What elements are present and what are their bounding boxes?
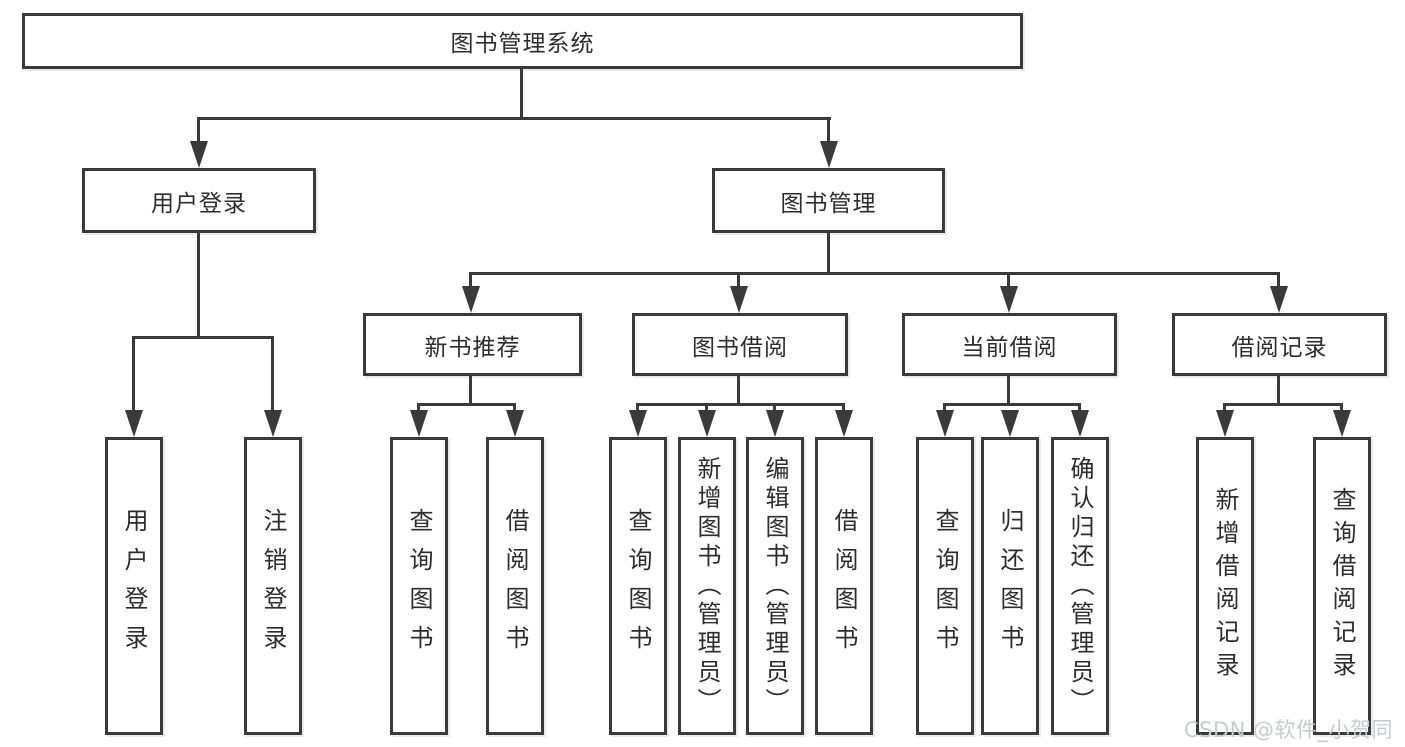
node-label: 查询图书	[931, 508, 959, 664]
connector-line	[943, 403, 946, 415]
node-library-system: 图书管理系统	[22, 13, 1023, 69]
node-label: 新增图书（管理员）	[693, 455, 721, 717]
connector-line	[1223, 403, 1343, 406]
arrow-down-icon	[1216, 410, 1234, 437]
connector-line	[737, 272, 740, 292]
connector-line	[1078, 403, 1081, 415]
node-label: 当前借阅	[961, 334, 1058, 361]
connector-line	[197, 233, 200, 339]
leaf-query-books-borrowing: 查询图书	[609, 437, 667, 735]
node-borrow-records: 借阅记录	[1172, 313, 1387, 376]
node-label: 注销登录	[259, 508, 287, 664]
leaf-user-login: 用户登录	[105, 437, 163, 735]
csdn-watermark: CSDN @软件_小贺同学	[1184, 718, 1394, 742]
arrow-down-icon	[730, 286, 748, 313]
leaf-edit-book-admin: 编辑图书（管理员）	[746, 437, 804, 735]
node-current-borrowing: 当前借阅	[902, 313, 1117, 376]
node-label: 确认归还（管理员）	[1066, 455, 1094, 717]
connector-line	[773, 403, 776, 415]
connector-line	[1340, 403, 1343, 415]
node-label: 图书管理系统	[450, 31, 595, 57]
node-label: 查询图书	[624, 508, 652, 664]
arrow-down-icon	[410, 410, 428, 437]
arrow-down-icon	[1270, 286, 1288, 313]
connector-line	[197, 117, 200, 147]
arrow-down-icon	[1071, 410, 1089, 437]
connector-line	[1007, 272, 1010, 292]
arrow-down-icon	[264, 410, 282, 437]
arrow-down-icon	[820, 141, 838, 168]
leaf-logout: 注销登录	[244, 437, 302, 735]
arrow-down-icon	[190, 141, 208, 168]
connector-line	[417, 403, 516, 406]
connector-line	[469, 375, 472, 406]
node-book-borrowing: 图书借阅	[632, 313, 848, 376]
leaf-query-borrow-record: 查询借阅记录	[1313, 437, 1371, 735]
arrow-down-icon	[125, 410, 143, 437]
connector-line	[636, 403, 845, 406]
node-new-book-recommend: 新书推荐	[363, 313, 582, 376]
connector-line	[469, 272, 472, 292]
connector-line	[271, 336, 274, 414]
node-label: 查询借阅记录	[1328, 487, 1356, 685]
node-label: 查询图书	[405, 508, 433, 664]
connector-line	[469, 272, 1280, 275]
node-label: 借阅图书	[501, 508, 529, 664]
connector-line	[197, 117, 831, 120]
node-label: 归还图书	[996, 508, 1024, 664]
leaf-query-books-recommend: 查询图书	[390, 437, 448, 735]
arrow-down-icon	[1001, 410, 1019, 437]
node-label: 图书管理	[780, 190, 877, 217]
connector-line	[132, 336, 274, 339]
node-user-login: 用户登录	[82, 168, 316, 233]
connector-line	[943, 403, 1081, 406]
arrow-down-icon	[506, 410, 524, 437]
node-label: 新增借阅记录	[1211, 487, 1239, 685]
leaf-query-books-current: 查询图书	[916, 437, 974, 735]
leaf-add-borrow-record: 新增借阅记录	[1196, 437, 1254, 735]
leaf-add-book-admin: 新增图书（管理员）	[678, 437, 736, 735]
node-label: 用户登录	[151, 190, 247, 217]
arrow-down-icon	[629, 410, 647, 437]
connector-line	[513, 403, 516, 415]
connector-line	[520, 68, 523, 120]
node-label: 借阅记录	[1231, 334, 1328, 361]
arrow-down-icon	[936, 410, 954, 437]
leaf-borrow-books-recommend: 借阅图书	[486, 437, 544, 735]
connector-line	[827, 117, 830, 147]
connector-line	[827, 233, 830, 275]
leaf-confirm-return-admin: 确认归还（管理员）	[1051, 437, 1109, 735]
leaf-return-books: 归还图书	[981, 437, 1039, 735]
arrow-down-icon	[835, 410, 853, 437]
arrow-down-icon	[698, 410, 716, 437]
connector-line	[1223, 403, 1226, 415]
node-label: 图书借阅	[692, 334, 788, 361]
connector-line	[705, 403, 708, 415]
node-label: 用户登录	[120, 508, 148, 664]
node-label: 新书推荐	[424, 334, 521, 361]
arrow-down-icon	[1000, 286, 1018, 313]
node-label: 借阅图书	[830, 508, 858, 664]
node-label: 编辑图书（管理员）	[761, 455, 789, 717]
connector-line	[132, 336, 135, 414]
connector-line	[1007, 376, 1010, 406]
connector-line	[636, 403, 639, 415]
connector-line	[737, 376, 740, 406]
arrow-down-icon	[1333, 410, 1351, 437]
connector-line	[1277, 376, 1280, 406]
leaf-borrow-books-borrowing: 借阅图书	[815, 437, 873, 735]
connector-line	[1277, 272, 1280, 292]
arrow-down-icon	[462, 286, 480, 313]
node-book-management: 图书管理	[712, 168, 945, 233]
arrow-down-icon	[766, 410, 784, 437]
connector-line	[417, 403, 420, 415]
connector-line	[842, 403, 845, 415]
